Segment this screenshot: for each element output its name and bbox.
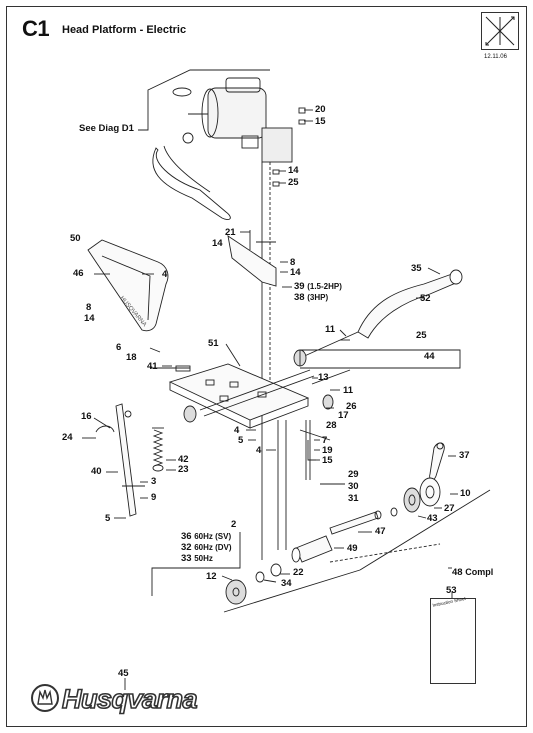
callout-42: 42 (178, 454, 189, 465)
callout-39: 39 (1.5-2HP) (294, 281, 342, 292)
callout-30: 30 (348, 481, 359, 492)
callout-29: 29 (348, 469, 359, 480)
callout-20: 20 (315, 104, 326, 115)
callout-32: 32 60Hz (DV) (181, 542, 232, 553)
diagram-title: Head Platform - Electric (62, 24, 187, 36)
motor-assembly (152, 77, 293, 221)
see-diag-reference: See Diag D1 (79, 123, 134, 134)
callout-8: 8 (290, 257, 296, 268)
callout-23: 23 (178, 464, 189, 475)
callout-4: 4 (256, 445, 262, 456)
callout-17: 17 (338, 410, 349, 421)
callout-5: 5 (105, 513, 111, 524)
callout-41: 41 (147, 361, 158, 372)
callout-4: 4 (234, 425, 240, 436)
callout-51: 51 (208, 338, 219, 349)
callout-44: 44 (424, 351, 435, 362)
callout-34: 34 (281, 578, 292, 589)
callout-52: 52 (420, 293, 431, 304)
callout-7: 7 (322, 435, 328, 446)
callout-2: 2 (231, 519, 237, 530)
callout-3: 3 (151, 476, 157, 487)
husqvarna-crown-logo-icon (31, 684, 59, 712)
callout-33: 33 50Hz (181, 553, 213, 564)
callout-8: 8 (86, 302, 92, 313)
callout-13: 13 (318, 372, 329, 383)
callout-25: 25 (416, 330, 427, 341)
callout-37: 37 (459, 450, 470, 461)
callout-15: 15 (315, 116, 326, 127)
callout-47: 47 (375, 526, 386, 537)
callout-46: 46 (73, 268, 84, 279)
callout-19: 19 (322, 445, 333, 456)
callout-43: 43 (427, 513, 438, 524)
callout-15: 15 (322, 455, 333, 466)
callout-26: 26 (346, 401, 357, 412)
callout-18: 18 (126, 352, 137, 363)
callout-9: 9 (151, 492, 157, 503)
callout-48: 48 Compl (452, 567, 494, 578)
callout-4: 4 (162, 269, 168, 280)
callout-5: 5 (238, 435, 244, 446)
callout-16: 16 (81, 411, 92, 422)
callout-45: 45 (118, 668, 129, 679)
revision-date: 12.11.06 (484, 54, 507, 60)
callout-10: 10 (460, 488, 471, 499)
orientation-stamp (481, 12, 519, 50)
sheet-border (6, 6, 527, 727)
callout-22: 22 (293, 567, 304, 578)
callout-14: 14 (290, 267, 301, 278)
brand-wordmark: Husqvarna (61, 683, 198, 715)
callout-14: 14 (288, 165, 299, 176)
callout-6: 6 (116, 342, 122, 353)
diagram-code: C1 (22, 16, 50, 41)
callout-25: 25 (288, 177, 299, 188)
callout-35: 35 (411, 263, 422, 274)
callout-36: 36 60Hz (SV) (181, 531, 232, 542)
callout-40: 40 (91, 466, 102, 477)
callout-31: 31 (348, 493, 359, 504)
callout-11: 11 (343, 385, 354, 396)
callout-49: 49 (347, 543, 358, 554)
callout-28: 28 (326, 420, 337, 431)
callout-53: 53 (446, 585, 457, 596)
callout-14: 14 (212, 238, 223, 249)
callout-21: 21 (225, 227, 236, 238)
callout-27: 27 (444, 503, 455, 514)
callout-11: 11 (325, 324, 336, 335)
callout-14: 14 (84, 313, 95, 324)
orientation-arrows-icon (485, 16, 515, 46)
callout-12: 12 (206, 571, 217, 582)
callout-38: 38 (3HP) (294, 292, 329, 303)
callout-50: 50 (70, 233, 81, 244)
instruction-sheet-booklet (430, 598, 476, 684)
callout-24: 24 (62, 432, 73, 443)
